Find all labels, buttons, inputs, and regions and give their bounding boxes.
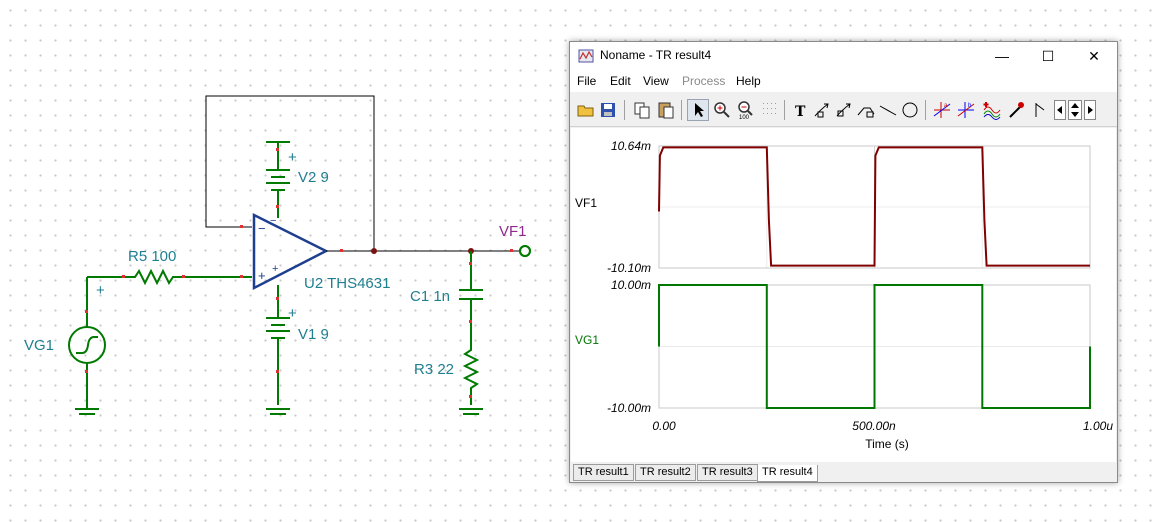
line-annotation-icon[interactable] [856, 100, 876, 120]
menu-process[interactable]: Process [682, 74, 726, 88]
vg1-ylabel: VG1 [575, 333, 599, 347]
text-icon[interactable]: T [790, 100, 810, 120]
svg-text:T: T [795, 104, 806, 120]
svg-text:b: b [968, 103, 972, 109]
arrow-annotation-icon[interactable] [812, 100, 832, 120]
probe-icon[interactable] [1006, 100, 1026, 120]
zoom-box-label: 100 [739, 115, 750, 120]
app-icon [578, 49, 594, 63]
v2-label: V2 9 [298, 169, 329, 186]
tab-tr-result3[interactable]: TR result3 [697, 464, 758, 481]
toolbar-separator [784, 100, 785, 120]
menu-help[interactable]: Help [736, 74, 761, 88]
x-axis-label: Time (s) [865, 437, 909, 451]
vg1-ytick-bottom: -10.00m [607, 401, 651, 415]
u2-supply-plus: + [272, 263, 278, 275]
pin-markers [85, 148, 513, 398]
arrow-annotation-2-icon[interactable] [834, 100, 854, 120]
open-icon[interactable] [576, 100, 596, 120]
svg-text:a: a [944, 103, 948, 109]
r5-label: R5 100 [128, 248, 176, 265]
vf1-probe[interactable] [519, 245, 531, 258]
scroll-updown-icon[interactable] [1068, 100, 1082, 120]
tab-tr-result1[interactable]: TR result1 [573, 464, 634, 481]
vg1-waveform[interactable] [658, 284, 1091, 409]
tab-tr-result4[interactable]: TR result4 [757, 465, 818, 482]
menu-edit[interactable]: Edit [610, 74, 631, 88]
ground-r3 [459, 408, 483, 415]
vg1-source[interactable] [68, 277, 106, 408]
vg1-plus-sign: + [96, 282, 105, 299]
u2-opamp[interactable]: − + − + [252, 212, 329, 291]
menu-bar: File Edit View Process Help [570, 70, 1117, 92]
x-tick-2: 1.00u [1083, 419, 1113, 433]
tr-result-window[interactable]: Noname - TR result4 — ☐ ✕ File Edit View… [569, 41, 1118, 483]
transient-plot[interactable]: 10.64m -10.10m VF1 10.00m -10.00m VG1 0.… [571, 128, 1116, 462]
menu-file[interactable]: File [577, 74, 597, 88]
vg1-label: VG1 [24, 337, 54, 354]
maximize-button[interactable]: ☐ [1041, 48, 1055, 64]
c1-label: C1 1n [410, 288, 450, 305]
toolbar-separator [925, 100, 926, 120]
junction-dot [371, 248, 377, 254]
vf1-waveform[interactable] [658, 146, 1090, 267]
scroll-right-icon[interactable] [1084, 100, 1096, 120]
cursor-b-icon[interactable]: b [956, 100, 976, 120]
vf1-label: VF1 [499, 223, 527, 240]
add-curve-icon[interactable] [982, 100, 1002, 120]
result-tabs: TR result1 TR result2 TR result3 TR resu… [570, 462, 1117, 482]
plot-area[interactable]: 10.64m -10.10m VF1 10.00m -10.00m VG1 0.… [571, 128, 1116, 462]
paste-icon[interactable] [656, 100, 676, 120]
u2-minus-sign: − [258, 221, 266, 236]
x-tick-1: 500.00n [852, 419, 896, 433]
save-icon[interactable] [598, 100, 618, 120]
v2-plus-sign: + [288, 149, 297, 166]
zoom-in-icon[interactable] [712, 100, 732, 120]
vf1-ylabel: VF1 [575, 196, 597, 210]
toolbar-separator [681, 100, 682, 120]
vf1-ytick-top: 10.64m [611, 139, 651, 153]
zoom-out-icon[interactable]: 100 [736, 100, 756, 120]
u2-plus-sign: + [258, 268, 266, 283]
toolbar: 100 T a b [570, 94, 1117, 127]
circle-icon[interactable] [900, 100, 920, 120]
window-title: Noname - TR result4 [600, 48, 712, 62]
toolbar-separator [624, 100, 625, 120]
v1-plus-sign: + [288, 305, 297, 322]
flag-icon[interactable] [1030, 100, 1050, 120]
vf1-ytick-bottom: -10.10m [607, 261, 651, 275]
title-bar[interactable]: Noname - TR result4 — ☐ ✕ [570, 42, 1117, 70]
close-button[interactable]: ✕ [1088, 48, 1100, 64]
r3-resistor[interactable] [462, 345, 480, 405]
u2-supply-minus: − [270, 215, 276, 227]
cursor-a-icon[interactable]: a [932, 100, 952, 120]
grid-icon[interactable] [760, 100, 780, 120]
c1-capacitor[interactable] [459, 251, 483, 345]
v1-battery[interactable] [266, 285, 290, 415]
vg1-ytick-top: 10.00m [611, 278, 651, 292]
tab-tr-result2[interactable]: TR result2 [635, 464, 696, 481]
ground-vg1 [75, 408, 99, 415]
scroll-left-icon[interactable] [1054, 100, 1066, 120]
r5-resistor[interactable] [125, 268, 183, 286]
copy-icon[interactable] [632, 100, 652, 120]
v1-label: V1 9 [298, 326, 329, 343]
v2-battery[interactable] [266, 141, 290, 218]
r3-label: R3 22 [414, 361, 454, 378]
pointer-icon[interactable] [687, 99, 709, 121]
menu-view[interactable]: View [643, 74, 669, 88]
minimize-button[interactable]: — [995, 48, 1009, 64]
schematic-canvas[interactable]: + VG1 R5 100 + V2 9 − + − + U2 THS4631 [0, 0, 570, 522]
u2-label: U2 THS4631 [304, 275, 390, 292]
x-tick-0: 0.00 [652, 419, 676, 433]
line-icon[interactable] [878, 100, 898, 120]
